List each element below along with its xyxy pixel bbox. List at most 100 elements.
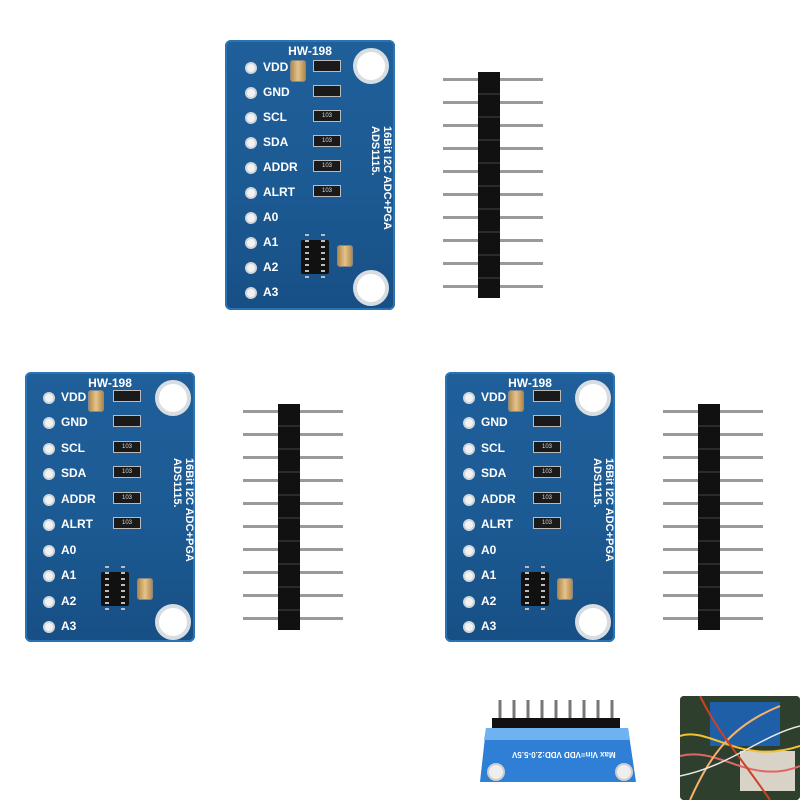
resistor: 103 bbox=[533, 466, 561, 478]
resistor: 103 bbox=[113, 517, 141, 529]
wiring-illustration bbox=[680, 696, 800, 800]
pin-pad bbox=[43, 570, 55, 582]
pin-pad bbox=[245, 187, 257, 199]
pin-pad bbox=[43, 417, 55, 429]
mounting-hole bbox=[353, 270, 389, 306]
resistor bbox=[113, 415, 141, 427]
resistor: 103 bbox=[113, 466, 141, 478]
pin-pad bbox=[245, 287, 257, 299]
header-housing bbox=[278, 404, 300, 630]
pin-pad bbox=[463, 596, 475, 608]
resistor bbox=[313, 85, 341, 97]
pin-pad bbox=[463, 519, 475, 531]
mounting-hole bbox=[155, 380, 191, 416]
pin-label-a0: A0 bbox=[263, 210, 279, 224]
pin-label-a2: A2 bbox=[263, 260, 279, 274]
pin-label-sda: SDA bbox=[61, 466, 87, 480]
pin-label-a2: A2 bbox=[61, 594, 77, 608]
pin-pad bbox=[245, 87, 257, 99]
pin-label-sda: SDA bbox=[481, 466, 507, 480]
resistor: 103 bbox=[313, 185, 341, 197]
pin-pad bbox=[43, 392, 55, 404]
header-housing bbox=[478, 72, 500, 298]
pin-label-addr: ADDR bbox=[61, 492, 96, 506]
board-model-label: HW-198 bbox=[508, 376, 552, 390]
adc-chip bbox=[301, 234, 329, 280]
pin-label-gnd: GND bbox=[263, 85, 290, 99]
pin-label-gnd: GND bbox=[481, 415, 508, 429]
pin-label-addr: ADDR bbox=[481, 492, 516, 506]
pin-label-scl: SCL bbox=[263, 110, 287, 124]
mounting-hole bbox=[353, 48, 389, 84]
pin-pad bbox=[43, 519, 55, 531]
pin-pad bbox=[245, 237, 257, 249]
pin-header-1 bbox=[443, 72, 543, 298]
pin-label-sda: SDA bbox=[263, 135, 289, 149]
resistor: 103 bbox=[313, 110, 341, 122]
pin-pad bbox=[463, 570, 475, 582]
pin-pad bbox=[43, 494, 55, 506]
pin-pad bbox=[463, 494, 475, 506]
inset-photo-wiring bbox=[680, 696, 800, 800]
pin-label-alrt: ALRT bbox=[263, 185, 295, 199]
pin-label-a1: A1 bbox=[263, 235, 279, 249]
pin-pad bbox=[43, 545, 55, 557]
pin-pad bbox=[463, 392, 475, 404]
resistor: 103 bbox=[533, 517, 561, 529]
resistor: 103 bbox=[313, 160, 341, 172]
board-model-label: HW-198 bbox=[88, 376, 132, 390]
capacitor bbox=[88, 390, 104, 412]
mounting-hole bbox=[155, 604, 191, 640]
resistor bbox=[113, 390, 141, 402]
pin-label-vdd: VDD bbox=[481, 390, 507, 404]
pin-pad bbox=[43, 621, 55, 633]
resistor: 103 bbox=[113, 492, 141, 504]
pin-label-a3: A3 bbox=[263, 285, 279, 299]
resistor bbox=[313, 60, 341, 72]
mounting-hole bbox=[575, 380, 611, 416]
soldered-board-illustration bbox=[480, 700, 636, 782]
resistor: 103 bbox=[533, 492, 561, 504]
mounting-hole bbox=[575, 604, 611, 640]
pin-label-alrt: ALRT bbox=[481, 517, 513, 531]
pin-pad bbox=[43, 596, 55, 608]
pin-label-addr: ADDR bbox=[263, 160, 298, 174]
pin-label-a3: A3 bbox=[61, 619, 77, 633]
pin-pad bbox=[463, 468, 475, 480]
resistor: 103 bbox=[533, 441, 561, 453]
adc-board-1: HW-198 VDD GND SCL SDA ADDR ALRT A0 A1 A… bbox=[225, 40, 395, 310]
pin-label-vdd: VDD bbox=[61, 390, 87, 404]
pin-label-gnd: GND bbox=[61, 415, 88, 429]
resistor: 103 bbox=[113, 441, 141, 453]
pin-pad bbox=[463, 443, 475, 455]
pin-label-a1: A1 bbox=[61, 568, 77, 582]
capacitor bbox=[337, 245, 353, 267]
pin-header-2 bbox=[243, 404, 343, 630]
pin-label-a1: A1 bbox=[481, 568, 497, 582]
pin-pad bbox=[245, 112, 257, 124]
pin-label-scl: SCL bbox=[481, 441, 505, 455]
pin-pad bbox=[463, 545, 475, 557]
pin-pad bbox=[245, 162, 257, 174]
board-description: 16Bit I2C ADC+PGA ADS1115. bbox=[171, 458, 195, 562]
adc-chip bbox=[101, 566, 129, 612]
pin-pad bbox=[463, 621, 475, 633]
pin-label-a3: A3 bbox=[481, 619, 497, 633]
pin-pad bbox=[43, 468, 55, 480]
pin-pad bbox=[463, 417, 475, 429]
pin-pad bbox=[245, 262, 257, 274]
pin-label-a0: A0 bbox=[61, 543, 77, 557]
adc-chip bbox=[521, 566, 549, 612]
pin-pad bbox=[245, 212, 257, 224]
resistor bbox=[533, 415, 561, 427]
capacitor bbox=[137, 578, 153, 600]
board-description: 16Bit I2C ADC+PGA ADS1115. bbox=[369, 126, 393, 230]
header-housing bbox=[698, 404, 720, 630]
inset-photo-soldered-board: Max Vin=VDD VDD:2.0-5.5V bbox=[478, 696, 638, 788]
pin-label-alrt: ALRT bbox=[61, 517, 93, 531]
pin-label-a2: A2 bbox=[481, 594, 497, 608]
resistor: 103 bbox=[313, 135, 341, 147]
pin-label-scl: SCL bbox=[61, 441, 85, 455]
board-model-label: HW-198 bbox=[288, 44, 332, 58]
capacitor bbox=[557, 578, 573, 600]
